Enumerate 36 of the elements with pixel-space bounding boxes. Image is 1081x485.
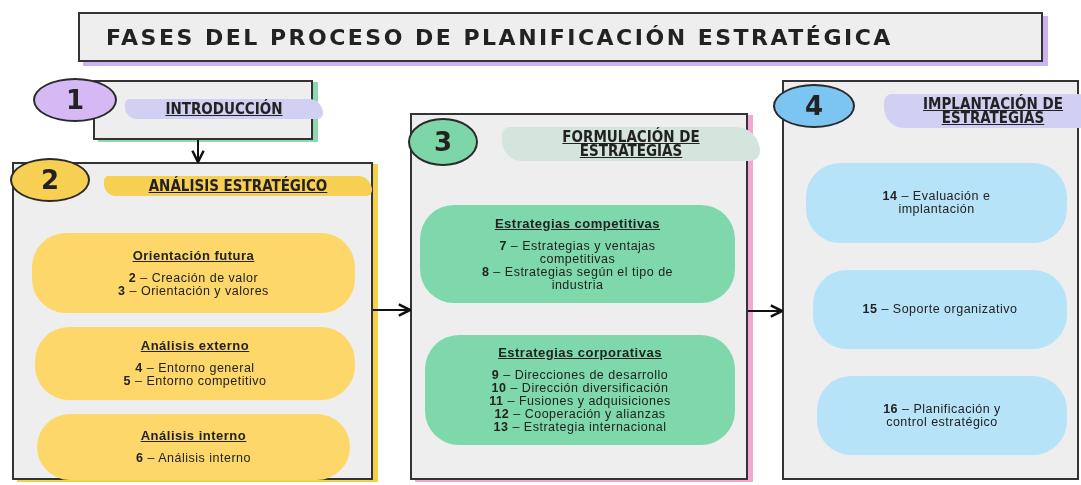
topic-item: 13 – Estrategia internacional xyxy=(493,421,667,434)
topic-item: 2 – Creación de valor xyxy=(128,271,259,285)
topic-item: 7 – Estrategias y ventajas competitivas xyxy=(498,239,657,266)
topic-heading: Estrategias corporativas xyxy=(498,346,662,359)
topic-pill xyxy=(35,327,355,400)
topic-item: 6 – Análisis interno xyxy=(136,452,251,465)
topic-heading: Análisis externo xyxy=(140,339,250,352)
arrow xyxy=(747,304,784,318)
step-number-circle: 1 xyxy=(33,78,117,122)
topic-pill xyxy=(806,163,1067,243)
topic-pill xyxy=(425,335,735,445)
topic-item: 16 – Planificación y control estratégico xyxy=(882,402,1002,429)
topic-item: 5 – Entorno competitivo xyxy=(123,375,267,388)
topic-item: 10 – Dirección diversificación xyxy=(491,382,669,395)
topic-pill xyxy=(813,270,1067,349)
topic-pill xyxy=(817,376,1067,455)
topic-item: 15 – Soporte organizativo xyxy=(862,303,1018,316)
topic-heading: Análisis interno xyxy=(140,429,247,442)
phase-heading: ANÁLISIS ESTRATÉGICO xyxy=(104,176,372,196)
topic-item: 8 – Estrategias según el tipo de industria xyxy=(480,265,675,292)
phase-heading: IMPLANTACIÓN DE ESTRATEGIAS xyxy=(884,94,1081,128)
topic-item: 4 – Entorno general xyxy=(135,362,255,375)
arrow xyxy=(372,303,412,317)
phase-heading: INTRODUCCIÓN xyxy=(125,99,323,119)
topic-item: 3 – Orientación y valores xyxy=(118,284,269,298)
topic-item: 12 – Cooperación y alianzas xyxy=(494,408,666,421)
topic-item: 11 – Fusiones y adquisiciones xyxy=(489,395,671,408)
topic-pill xyxy=(32,233,355,313)
topic-item: 14 – Evaluación e implantación xyxy=(881,190,992,216)
topic-heading: Estrategias competitivas xyxy=(494,216,661,230)
phase-heading: FORMULACIÓN DE ESTRATEGIAS xyxy=(502,127,760,161)
arrow xyxy=(191,139,205,164)
phase-panel xyxy=(782,80,1079,480)
topic-pill xyxy=(420,205,735,303)
topic-heading: Orientación futura xyxy=(132,248,255,262)
topic-item: 9 – Direcciones de desarrollo xyxy=(491,369,669,382)
